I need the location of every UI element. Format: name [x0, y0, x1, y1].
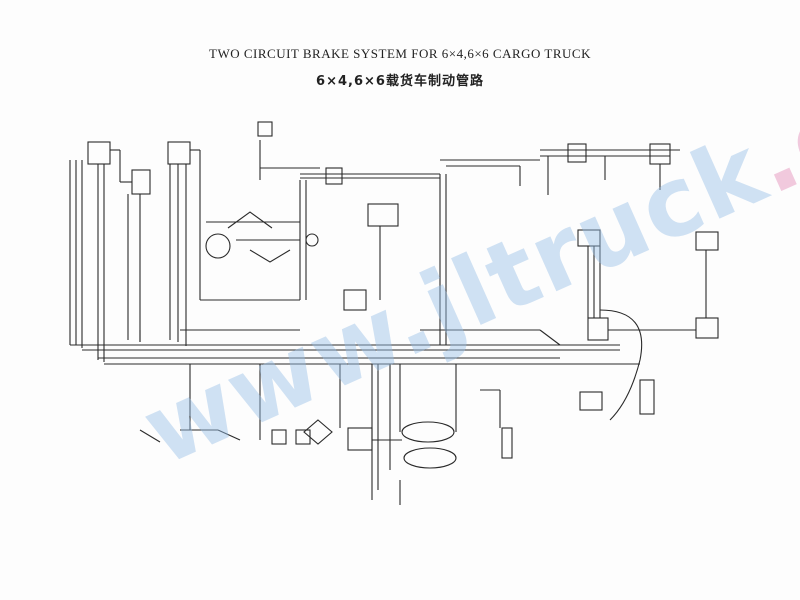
valve-lower-right — [579, 391, 603, 411]
valve-block-left-2 — [167, 141, 191, 165]
left-valve-cluster — [69, 121, 273, 362]
right-side-cluster — [577, 229, 719, 421]
pressure-switch — [305, 233, 319, 247]
dual-brake-valve — [303, 419, 333, 445]
brake-valve-center — [347, 427, 373, 451]
valve-lower-1 — [271, 429, 287, 445]
gauge-box-top — [257, 121, 273, 137]
relay-valve-right — [587, 317, 609, 341]
central-mechanism — [205, 140, 320, 300]
cylinder-left — [131, 169, 151, 195]
air-reservoir-1 — [401, 421, 455, 443]
valve-top-right-2 — [649, 143, 671, 165]
brake-lever — [227, 211, 273, 229]
air-tank-right — [639, 379, 655, 415]
top-right-valves — [540, 143, 680, 195]
spring-brake-chamber — [577, 229, 601, 247]
air-dryer — [501, 427, 513, 459]
valve-top-right-1 — [567, 143, 587, 163]
air-reservoir-2 — [403, 447, 457, 469]
pressure-gauge — [205, 233, 231, 259]
brake-chamber-right — [695, 317, 719, 339]
valve-lower-2 — [295, 429, 311, 445]
valve-block-left-1 — [87, 141, 111, 165]
lower-cluster — [139, 364, 513, 505]
curved-pipe-right — [599, 309, 643, 421]
main-circuit-loop — [300, 159, 540, 345]
diagram-title-chinese: 6×4,6×6载货车制动管路 — [316, 74, 484, 89]
reservoir-box-center — [367, 203, 399, 227]
relay-valve-top — [325, 167, 343, 185]
quick-release-valve — [343, 289, 367, 311]
diagram-title-english: TWO CIRCUIT BRAKE SYSTEM FOR 6×4,6×6 CAR… — [209, 46, 591, 61]
trailer-valve — [695, 231, 719, 251]
